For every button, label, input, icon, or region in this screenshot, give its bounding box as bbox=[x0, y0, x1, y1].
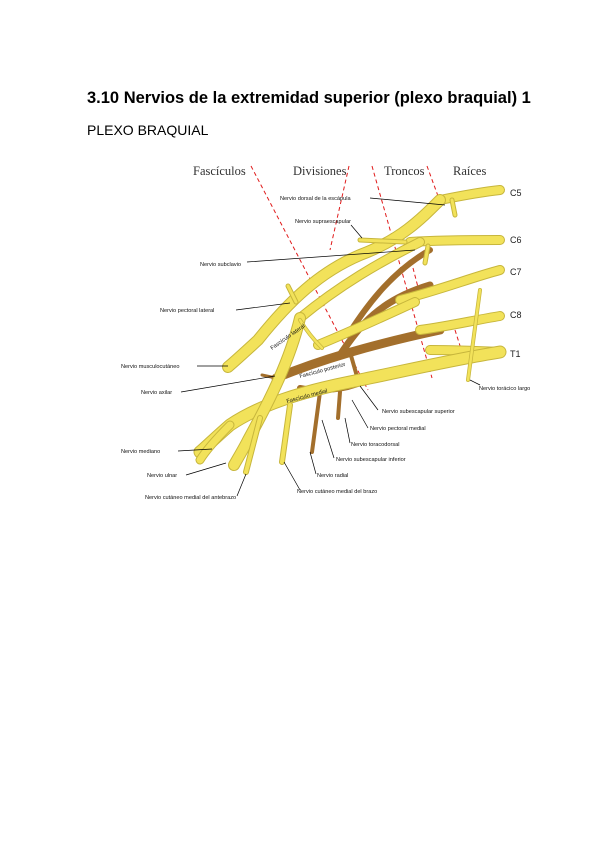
root-c5: C5 bbox=[510, 188, 522, 198]
label-musculocutaneo: Nervio musculocutáneo bbox=[121, 364, 179, 370]
label-supraescapular: Nervio supraescapular bbox=[295, 219, 351, 225]
label-dorsal-escapula: Nervio dorsal de la escápula bbox=[280, 196, 351, 202]
label-subescapular-superior: Nervio subescapular superior bbox=[382, 409, 455, 415]
label-toracico-largo: Nervio torácico largo bbox=[479, 386, 530, 392]
header-troncos: Troncos bbox=[384, 164, 425, 178]
label-radial: Nervio radial bbox=[317, 473, 348, 479]
page-subtitle: PLEXO BRAQUIAL bbox=[87, 122, 209, 138]
label-pectoral-lateral: Nervio pectoral lateral bbox=[160, 308, 214, 314]
root-c7: C7 bbox=[510, 267, 522, 277]
label-cutaneo-medial-brazo: Nervio cutáneo medial del brazo bbox=[297, 489, 377, 495]
label-ulnar: Nervio ulnar bbox=[147, 473, 177, 479]
label-subescapular-inferior: Nervio subescapular inferior bbox=[336, 457, 406, 463]
label-toracodorsal: Nervio toracodorsal bbox=[351, 442, 400, 448]
label-pectoral-medial: Nervio pectoral medial bbox=[370, 426, 426, 432]
anterior-nerves bbox=[193, 185, 507, 475]
header-raices: Raíces bbox=[453, 164, 486, 178]
label-mediano: Nervio mediano bbox=[121, 449, 160, 455]
header-divisiones: Divisiones bbox=[293, 164, 347, 178]
label-subclavio: Nervio subclavio bbox=[200, 262, 241, 268]
root-c8: C8 bbox=[510, 310, 522, 320]
page-title: 3.10 Nervios de la extremidad superior (… bbox=[87, 89, 531, 107]
label-cutaneo-medial-antebrazo: Nervio cutáneo medial del antebrazo bbox=[145, 495, 236, 501]
root-c6: C6 bbox=[510, 235, 522, 245]
label-axilar: Nervio axilar bbox=[141, 390, 172, 396]
leader-lines bbox=[177, 197, 481, 497]
header-fasciculos: Fascículos bbox=[193, 164, 246, 178]
root-t1: T1 bbox=[510, 349, 521, 359]
